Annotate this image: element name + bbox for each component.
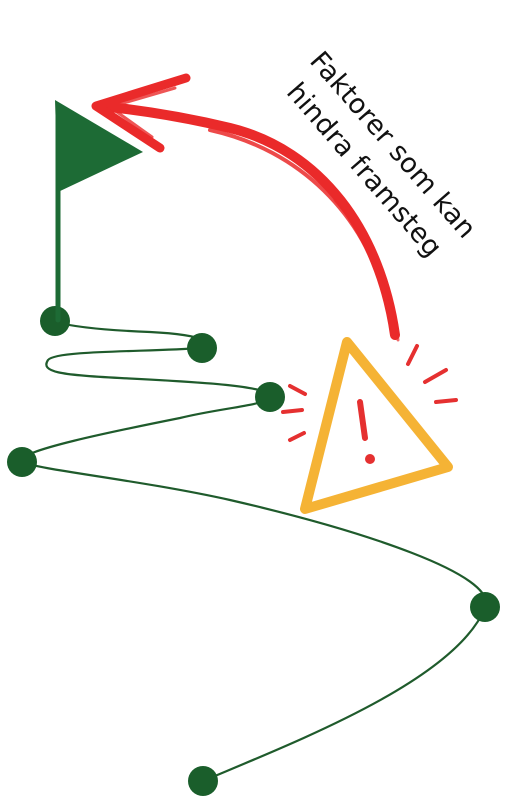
path-node-2 [470,592,500,622]
path-node-6 [40,306,70,336]
path-node-5 [187,333,217,363]
path-node-1 [188,766,218,796]
path-node-3 [7,447,37,477]
warning-triangle-icon [281,337,458,514]
curved-arrow-icon [91,73,400,342]
winding-path [20,320,488,783]
path-node-4 [255,382,285,412]
goal-flag-icon [55,100,143,323]
